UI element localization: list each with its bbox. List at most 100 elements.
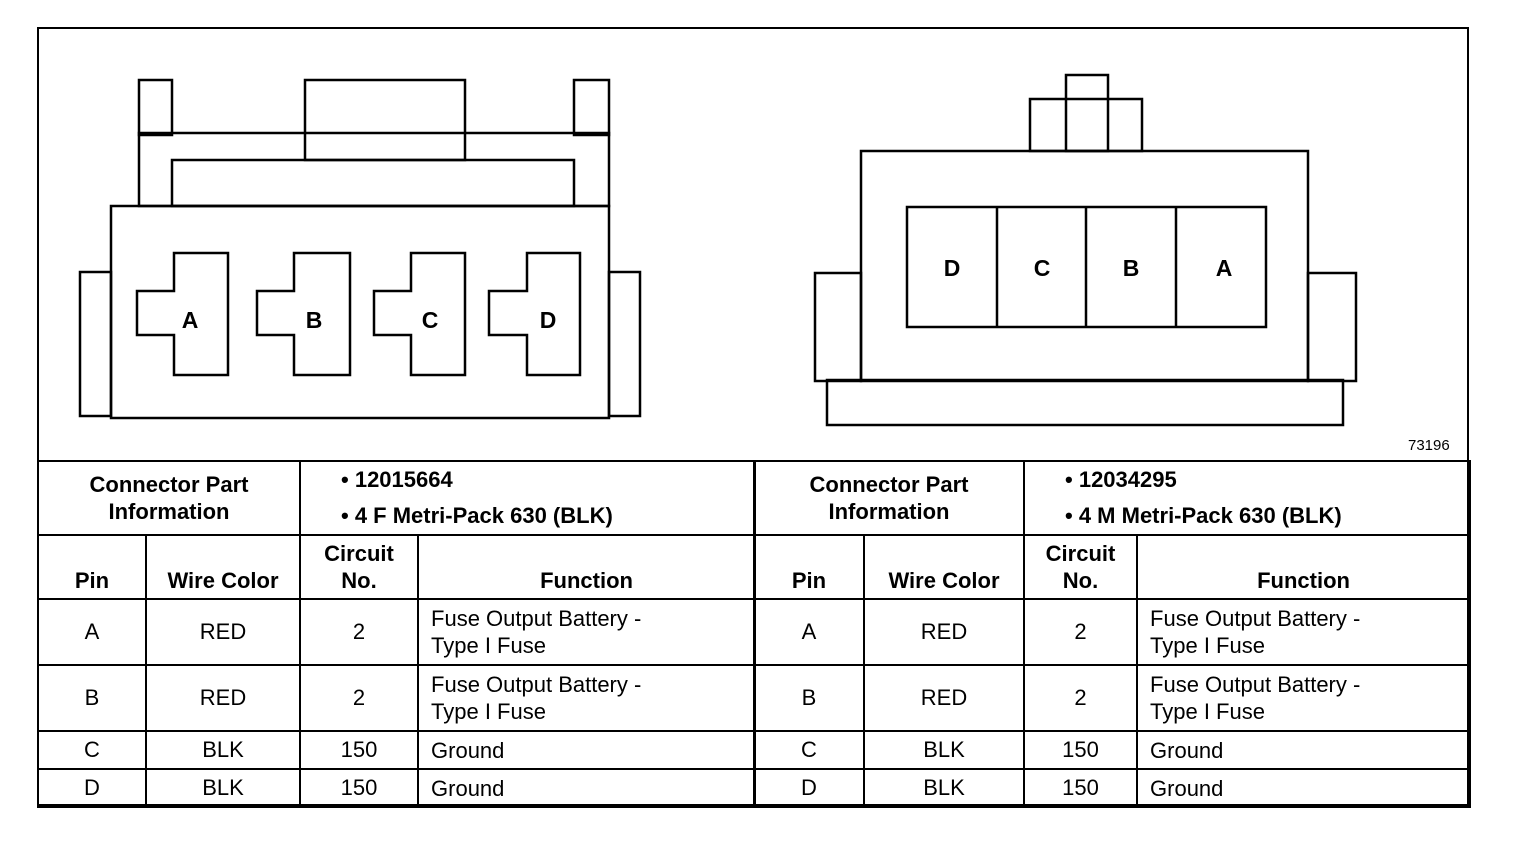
cell-function-line2: Type I Fuse — [431, 633, 546, 658]
table-row: B RED 2 Fuse Output Battery - Type I Fus… — [753, 664, 1472, 732]
cell-pin: D — [37, 768, 147, 808]
table-row: A RED 2 Fuse Output Battery - Type I Fus… — [37, 598, 757, 666]
part-number: • 12015664 — [341, 467, 453, 492]
left-pin-label-c: C — [422, 307, 439, 333]
cell-circuit: 150 — [1023, 768, 1139, 808]
right-connector-drawing: D C B A — [813, 73, 1358, 427]
left-connector-side-right — [607, 270, 642, 418]
cell-pin: B — [753, 664, 865, 732]
table-row: D BLK 150 Ground — [37, 768, 757, 808]
left-cavity-d — [487, 251, 582, 377]
header-circuit-line1: Circuit — [1045, 541, 1116, 566]
cell-pin: C — [37, 730, 147, 770]
cell-circuit: 150 — [299, 730, 420, 770]
cell-function-line1: Fuse Output Battery - — [431, 606, 642, 631]
left-cavity-a — [135, 251, 230, 377]
header-circuit: Circuit No. — [1023, 534, 1139, 600]
cell-wire-color: BLK — [862, 768, 1026, 808]
header-function: Function — [1136, 534, 1472, 600]
table-row: B RED 2 Fuse Output Battery - Type I Fus… — [37, 664, 757, 732]
right-connector-side-right — [1306, 271, 1358, 383]
header-circuit-line2: No. — [1062, 568, 1099, 593]
cell-wire-color: BLK — [144, 730, 302, 770]
cell-circuit: 2 — [299, 664, 420, 732]
right-connector-tab-outer — [1028, 97, 1144, 153]
cell-function-line1: Fuse Output Battery - — [1150, 606, 1361, 631]
left-pin-label-a: A — [182, 307, 199, 333]
left-pin-table: Connector Part Information • 12015664 • … — [36, 460, 757, 808]
cell-wire-color: RED — [862, 664, 1026, 732]
left-connector-rear-shell — [137, 131, 611, 208]
part-number: • 12034295 — [1065, 467, 1177, 492]
part-info-label-line2: Information — [828, 499, 950, 524]
header-pin: Pin — [753, 534, 865, 600]
cell-function: Fuse Output Battery - Type I Fuse — [417, 598, 757, 666]
left-connector-body — [109, 204, 611, 420]
cell-wire-color: BLK — [144, 768, 302, 808]
cell-pin: C — [753, 730, 865, 770]
right-pin-label-c: C — [1034, 255, 1051, 281]
left-cavity-b — [255, 251, 352, 377]
part-info-label: Connector Part Information — [36, 460, 302, 536]
part-info-row: Connector Part Information • 12015664 • … — [36, 460, 757, 536]
cell-function-line2: Type I Fuse — [1150, 699, 1265, 724]
table-row: C BLK 150 Ground — [753, 730, 1472, 770]
right-pin-label-b: B — [1123, 255, 1140, 281]
table-row: C BLK 150 Ground — [37, 730, 757, 770]
table-row: A RED 2 Fuse Output Battery - Type I Fus… — [753, 598, 1472, 666]
cell-circuit: 2 — [1023, 664, 1139, 732]
right-connector-body — [859, 149, 1310, 383]
connector-drawings: A B C D D C B A — [78, 73, 1358, 427]
cell-function: Fuse Output Battery - Type I Fuse — [1136, 598, 1472, 666]
column-header-row: Pin Wire Color Circuit No. Function — [37, 534, 757, 600]
header-pin: Pin — [37, 534, 147, 600]
cell-function-line2: Type I Fuse — [1150, 633, 1265, 658]
part-info-label-line1: Connector Part — [809, 472, 969, 497]
part-info-values: • 12015664 • 4 F Metri-Pack 630 (BLK) — [299, 460, 757, 536]
part-description: • 4 M Metri-Pack 630 (BLK) — [1065, 503, 1342, 528]
left-connector-latch-right — [572, 78, 611, 137]
part-info-label-line2: Information — [108, 499, 230, 524]
part-description: • 4 F Metri-Pack 630 (BLK) — [341, 503, 613, 528]
part-info-label-line1: Connector Part — [89, 472, 249, 497]
cell-pin: A — [37, 598, 147, 666]
right-connector-base — [825, 378, 1345, 427]
left-pin-label-b: B — [306, 307, 323, 333]
right-pin-table: Connector Part Information • 12034295 • … — [752, 460, 1472, 808]
cell-wire-color: RED — [144, 598, 302, 666]
cell-wire-color: BLK — [862, 730, 1026, 770]
header-circuit: Circuit No. — [299, 534, 420, 600]
cell-circuit: 150 — [1023, 730, 1139, 770]
cell-function: Ground — [417, 730, 757, 770]
cell-function: Ground — [1136, 768, 1472, 808]
header-circuit-line2: No. — [341, 568, 377, 593]
cell-circuit: 2 — [299, 598, 420, 666]
figure-id: 73196 — [1408, 437, 1450, 454]
cell-circuit: 2 — [1023, 598, 1139, 666]
left-pin-label-d: D — [540, 307, 557, 333]
header-circuit-line1: Circuit — [324, 541, 394, 566]
right-pin-label-a: A — [1216, 255, 1233, 281]
part-info-row: Connector Part Information • 12034295 • … — [752, 460, 1472, 536]
cell-wire-color: RED — [862, 598, 1026, 666]
table-row: D BLK 150 Ground — [753, 768, 1472, 808]
left-cavity-c — [372, 251, 467, 377]
cell-function: Ground — [1136, 730, 1472, 770]
cell-circuit: 150 — [299, 768, 420, 808]
cell-function-line2: Type I Fuse — [431, 699, 546, 724]
cell-pin: D — [753, 768, 865, 808]
cell-function: Fuse Output Battery - Type I Fuse — [1136, 664, 1472, 732]
header-function: Function — [417, 534, 757, 600]
part-info-values: • 12034295 • 4 M Metri-Pack 630 (BLK) — [1023, 460, 1472, 536]
cell-pin: B — [37, 664, 147, 732]
right-connector-side-left — [813, 271, 863, 383]
cell-function-line1: Fuse Output Battery - — [1150, 672, 1361, 697]
left-connector-latch-left — [137, 78, 174, 137]
right-pin-label-d: D — [944, 255, 961, 281]
cell-wire-color: RED — [144, 664, 302, 732]
left-connector-rear-ledge — [170, 158, 576, 208]
part-info-label: Connector Part Information — [752, 460, 1026, 536]
cell-function-line1: Fuse Output Battery - — [431, 672, 642, 697]
left-connector-drawing: A B C D — [78, 78, 642, 420]
cell-function: Ground — [417, 768, 757, 808]
